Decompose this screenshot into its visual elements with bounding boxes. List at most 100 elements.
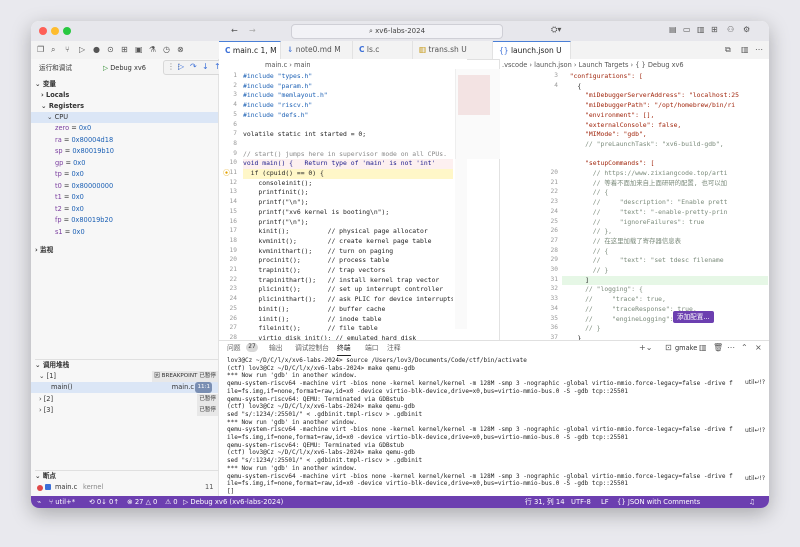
code-line[interactable]: printf("xv6 kernel is booting\n"); — [243, 207, 390, 216]
code-line[interactable]: printf("\n"); — [243, 217, 309, 226]
line-number[interactable]: 26 — [229, 314, 237, 322]
code-line[interactable]: trapinithart(); // install kernel trap v… — [243, 275, 440, 284]
code-line[interactable]: "MIMode": "gdb", — [562, 130, 647, 139]
line-number[interactable]: 8 — [233, 139, 237, 147]
code-line[interactable]: virtio_disk_init(); // emulated hard dis… — [243, 333, 417, 342]
split-terminal-icon[interactable]: ▥ — [699, 343, 707, 352]
line-number[interactable]: 3 — [554, 72, 558, 79]
line-number[interactable]: 4 — [233, 101, 237, 109]
line-number[interactable]: 37 — [550, 333, 558, 341]
code-line[interactable]: // "text": "set tdesc filename — [562, 256, 724, 265]
step-into-icon[interactable]: ↓ — [202, 62, 209, 71]
copilot-icon[interactable]: ⛭▾ — [551, 25, 562, 34]
code-line[interactable]: // } — [562, 266, 609, 274]
testing-icon[interactable]: ⚗ — [149, 45, 157, 54]
code-line[interactable]: kvminithart(); // turn on paging — [243, 246, 394, 255]
line-number[interactable]: 22 — [550, 188, 558, 196]
back-arrow-icon[interactable]: ← — [231, 26, 238, 35]
line-number[interactable]: 23 — [550, 198, 558, 206]
line-number[interactable]: 31 — [550, 275, 558, 283]
code-line[interactable]: printfinit(); — [243, 188, 309, 197]
panel-tab[interactable]: 端口 — [365, 344, 379, 352]
register-row[interactable]: t2 = 0x0 — [55, 204, 84, 213]
line-number[interactable]: 22 — [229, 275, 237, 283]
variables-section[interactable]: ⌄ 变量 — [35, 80, 57, 88]
code-line[interactable]: // "traceResponse": true, — [562, 304, 697, 313]
register-row[interactable]: tp = 0x0 — [55, 170, 84, 178]
code-line[interactable]: "configurations": [ — [562, 72, 643, 80]
code-line[interactable]: volatile static int started = 0; — [243, 130, 367, 139]
callstack-section[interactable]: ⌄ 调用堆栈 — [35, 359, 222, 371]
code-line[interactable]: if (cpuid() == 0) { — [243, 169, 453, 179]
code-line[interactable]: kinit(); // physical page allocator — [243, 227, 428, 236]
drag-handle-icon[interactable]: ⋮⋮ — [167, 62, 183, 71]
code-line[interactable]: // { — [562, 188, 609, 197]
code-line[interactable]: // https://www.zixiangcode.top/arti — [562, 169, 728, 177]
code-line[interactable]: // "description": "Enable prett — [562, 198, 728, 207]
line-number[interactable]: 35 — [550, 314, 558, 322]
main-c-editor[interactable]: main.c › main 1#include "types.h"2#inclu… — [219, 59, 467, 349]
code-line[interactable]: plicinithart(); // ask PLIC for device i… — [243, 295, 453, 304]
language-status[interactable]: {} JSON with Comments — [617, 498, 701, 506]
search-icon[interactable]: ⌕ — [51, 45, 56, 54]
split-editor-icon[interactable]: ⧉ — [725, 45, 731, 54]
code-line[interactable] — [562, 150, 768, 160]
line-number[interactable]: 10 — [229, 159, 237, 167]
line-number[interactable]: 25 — [229, 304, 237, 312]
settings-gear-icon[interactable]: ⚙ — [743, 25, 751, 34]
code-line[interactable]: consoleinit(); — [243, 178, 313, 187]
sync-status[interactable]: ⟲ 0↓ 0↑ — [89, 498, 120, 506]
register-row[interactable]: s1 = 0x0 — [55, 227, 85, 236]
line-number[interactable]: 21 — [550, 178, 558, 186]
line-number[interactable]: 24 — [550, 207, 558, 215]
register-row[interactable]: t0 = 0x80000000 — [55, 181, 114, 190]
debug-status[interactable]: ▷ Debug xv6 (xv6-labs-2024) — [183, 498, 284, 506]
registers-node[interactable]: ⌄ Registers — [41, 102, 85, 110]
thread-1[interactable]: ⌄ [1]因 BREAKPOINT 已暂停 — [39, 371, 218, 382]
line-number[interactable]: 18 — [229, 236, 237, 244]
trash-icon[interactable]: 🗑 — [713, 343, 724, 352]
line-number[interactable]: 9 — [233, 149, 237, 157]
panel-tab[interactable]: 注释 — [387, 344, 401, 352]
line-number[interactable]: 14 — [229, 198, 237, 206]
line-number[interactable]: 1 — [233, 72, 237, 79]
line-number[interactable]: 25 — [550, 217, 558, 225]
tab-launch-json[interactable]: {} launch.json U — [493, 41, 571, 59]
code-line[interactable]: "miDebuggerPath": "/opt/homebrew/bin/ri — [562, 101, 736, 110]
forward-arrow-icon[interactable]: → — [249, 26, 256, 35]
step-over-icon[interactable]: ↷ — [190, 62, 197, 71]
line-number[interactable]: 30 — [550, 266, 558, 273]
line-number[interactable]: 7 — [233, 130, 237, 138]
breakpoint-item[interactable]: main.c kernel 11 — [37, 482, 224, 493]
register-row[interactable]: zero = 0x0 — [55, 124, 92, 132]
close-panel-icon[interactable]: × — [755, 343, 762, 352]
continue-icon[interactable]: ▷ — [178, 62, 185, 71]
code-line[interactable]: } — [562, 333, 582, 342]
breakpoint-checkbox[interactable] — [45, 484, 51, 490]
layout-panel-icon[interactable]: ▭ — [683, 25, 691, 34]
line-number[interactable]: 20 — [550, 169, 558, 176]
line-number[interactable]: 36 — [550, 324, 558, 332]
remote-icon[interactable]: ⊙ — [107, 45, 114, 54]
register-row[interactable]: sp = 0x80019b10 — [55, 147, 114, 155]
thread-3[interactable]: › [3]已暂停 — [39, 405, 218, 416]
encoding-status[interactable]: UTF-8 — [571, 498, 591, 506]
line-number[interactable]: 19 — [229, 246, 237, 254]
code-line[interactable]: // 在这里加载了寄存器信息表 — [562, 236, 682, 245]
code-line[interactable]: void main() { Return type of 'main' is n… — [243, 159, 453, 169]
terminal-name[interactable]: gmake — [675, 344, 698, 352]
line-number[interactable]: 11 — [229, 169, 237, 176]
layout-sidebar-icon[interactable]: ▤ — [669, 25, 677, 34]
run-debug-icon[interactable]: ▷ — [79, 45, 86, 54]
error-status[interactable]: ⊗ 27 △ 0 — [127, 498, 158, 506]
line-number[interactable]: 2 — [233, 81, 237, 89]
line-number[interactable]: 28 — [229, 333, 237, 341]
code-line[interactable]: binit(); // buffer cache — [243, 304, 386, 313]
code-line[interactable]: #include "defs.h" — [243, 110, 309, 119]
code-line[interactable]: "setupCommands": [ — [562, 159, 655, 168]
zoom-window-button[interactable] — [63, 27, 71, 35]
more-actions-icon[interactable]: ⋯ — [755, 45, 763, 54]
line-number[interactable]: 33 — [550, 295, 558, 303]
warning-status[interactable]: ⚠ 0 — [165, 498, 178, 506]
